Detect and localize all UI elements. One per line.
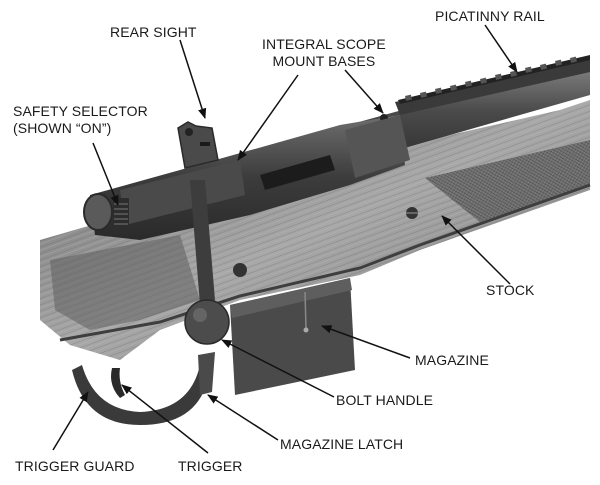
stock-screw: [233, 263, 247, 277]
leader-trigger: [121, 384, 209, 454]
trigger-guard-shape: [72, 352, 215, 425]
leader-scope-base-2: [344, 69, 384, 114]
leader-rear-sight: [179, 39, 207, 119]
label-rear-sight: REAR SIGHT: [110, 24, 197, 40]
picatinny-rail-shape: [395, 55, 590, 115]
label-integral-scope-line1: INTEGRAL SCOPE: [262, 36, 386, 52]
leader-magazine-latch: [207, 394, 279, 441]
label-bolt-handle: BOLT HANDLE: [336, 392, 434, 408]
label-trigger: TRIGGER: [178, 458, 243, 474]
leader-stock: [441, 215, 511, 285]
label-integral-scope-line2: MOUNT BASES: [272, 53, 376, 69]
receiver-shape: [83, 114, 410, 240]
bolt-handle-shape: [184, 180, 230, 345]
label-stock: STOCK: [486, 282, 535, 298]
label-magazine: MAGAZINE: [415, 352, 489, 368]
label-safety-selector: SAFETY SELECTOR (SHOWN “ON”): [13, 103, 148, 137]
label-safety-line2: (SHOWN “ON”): [13, 120, 112, 136]
label-safety-line1: SAFETY SELECTOR: [13, 103, 148, 119]
leader-integral-scope: [237, 74, 299, 161]
leader-picatinny: [484, 24, 518, 73]
stock-shape: [40, 100, 591, 360]
label-magazine-latch: MAGAZINE LATCH: [280, 436, 404, 452]
leader-trigger-guard: [52, 391, 89, 451]
leader-magazine: [321, 325, 411, 359]
label-trigger-guard: TRIGGER GUARD: [15, 458, 135, 474]
leader-bolt-handle: [221, 339, 335, 398]
leader-safety: [92, 142, 119, 206]
label-integral-scope-mount-bases: INTEGRAL SCOPE MOUNT BASES: [262, 36, 386, 70]
label-picatinny-rail: PICATINNY RAIL: [435, 8, 545, 24]
leader-lines: [52, 24, 518, 454]
magazine-shape: [230, 278, 355, 395]
